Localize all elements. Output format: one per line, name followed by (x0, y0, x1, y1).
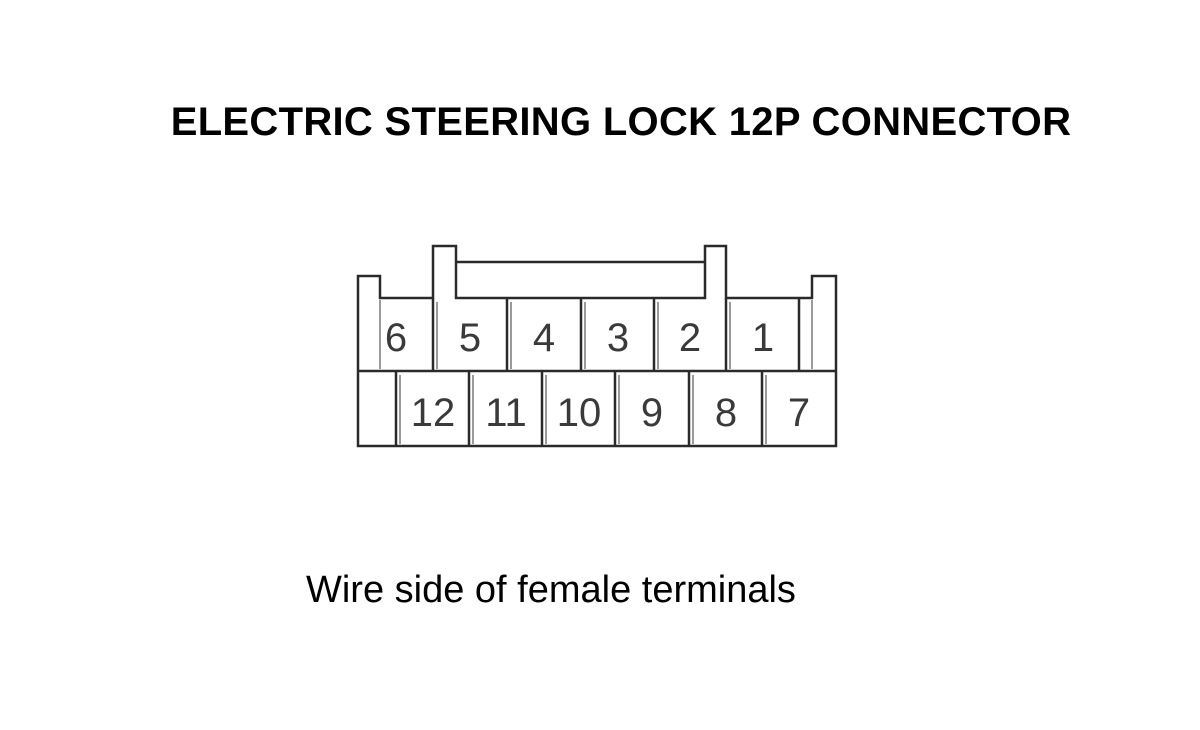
pin-label: 8 (715, 391, 737, 435)
pin-label: 4 (533, 316, 555, 360)
cell-shading (379, 300, 813, 444)
pin-label: 2 (679, 316, 701, 360)
pin-label: 3 (607, 316, 629, 360)
pin-label: 10 (557, 391, 602, 435)
connector-housing (356, 244, 838, 448)
pin-label: 7 (788, 391, 810, 435)
diagram-caption: Wire side of female terminals (306, 569, 796, 611)
bottom-row-pins: 12 11 10 9 8 7 (411, 391, 810, 435)
pin-label: 11 (485, 391, 527, 435)
pin-label: 9 (641, 391, 663, 435)
pin-label: 1 (752, 316, 774, 360)
pin-label: 12 (411, 391, 456, 435)
diagram-title: ELECTRIC STEERING LOCK 12P CONNECTOR (170, 100, 1072, 144)
top-row-pins: 6 5 4 3 2 1 (385, 316, 774, 360)
pin-label: 6 (385, 316, 407, 360)
pin-label: 5 (459, 316, 481, 360)
housing-outline (356, 244, 838, 448)
